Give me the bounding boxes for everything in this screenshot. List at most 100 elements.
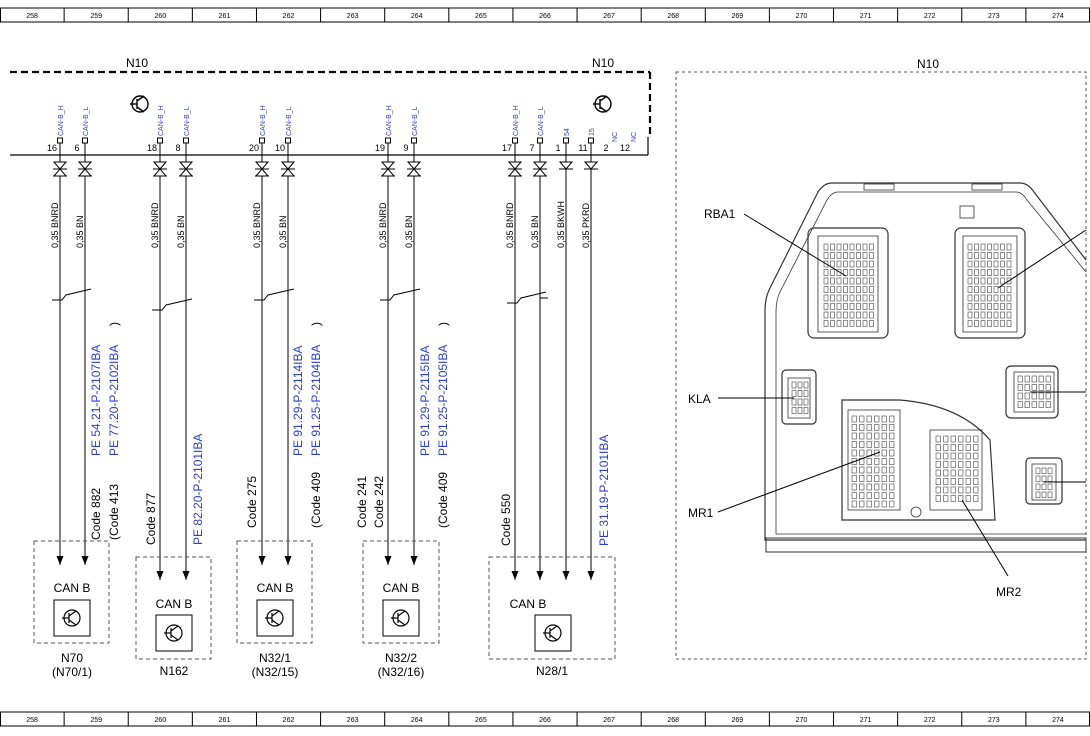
pe-reference: PE 77.20-P-2102IBA bbox=[107, 345, 121, 456]
pin-number: 18 bbox=[147, 143, 157, 153]
connector-pin-cell bbox=[1006, 277, 1012, 285]
ruler-number: 261 bbox=[219, 13, 231, 20]
connector-pin-cell bbox=[843, 243, 848, 251]
ruler-number: 274 bbox=[1052, 717, 1064, 724]
connector-pin-cell bbox=[980, 260, 986, 268]
pin-label: CAN-B_L bbox=[286, 106, 293, 136]
pin-socket bbox=[385, 137, 391, 144]
connector-pin-cell bbox=[943, 461, 949, 468]
connector-pin-cell bbox=[836, 252, 842, 259]
wire-label: 0,35 BNRD bbox=[150, 202, 160, 248]
connector-pin-cell bbox=[836, 286, 842, 293]
connector-pin-cell bbox=[849, 260, 855, 268]
connector-pin-cell bbox=[965, 469, 971, 477]
pin-label: NC bbox=[631, 132, 638, 142]
connector-pin-cell bbox=[849, 243, 855, 251]
connector-pin-cell bbox=[943, 486, 949, 494]
connector-pin-cell bbox=[849, 294, 855, 302]
connector-pin-cell bbox=[974, 277, 979, 285]
connector-pin-cell bbox=[889, 441, 895, 448]
connector-pin-cell bbox=[993, 320, 999, 327]
connector-symbol bbox=[532, 161, 548, 170]
connector-pin-cell bbox=[987, 243, 992, 251]
pe-reference: PE 91.25-P-2104IBA bbox=[309, 345, 323, 456]
connector-pin-cell bbox=[874, 475, 880, 482]
connector-pin-cell bbox=[980, 277, 986, 285]
connector-pin-cell bbox=[836, 320, 842, 327]
ruler-number: 270 bbox=[796, 13, 808, 20]
code-label: Code 241 bbox=[355, 476, 369, 528]
ruler-number: 259 bbox=[90, 13, 102, 20]
connector-pin-cell bbox=[993, 243, 999, 251]
connector-pin-cell bbox=[1038, 375, 1044, 383]
code-label: (Code 409 bbox=[436, 472, 450, 528]
connector-pin-cell bbox=[862, 260, 868, 268]
connector-pin-cell bbox=[1047, 483, 1053, 490]
connector-pin-cell bbox=[849, 269, 855, 276]
connector-pin-cell bbox=[950, 435, 956, 443]
connector-pin-cell bbox=[993, 286, 999, 293]
ruler-number: 272 bbox=[924, 13, 936, 20]
pin-number: 1 bbox=[555, 143, 560, 153]
connector-pin-cell bbox=[843, 286, 848, 293]
connector-pin-cell bbox=[1045, 384, 1051, 391]
connector-pin-cell bbox=[980, 320, 986, 327]
module-sub-name: (N70/1) bbox=[52, 665, 92, 679]
connector-pin-cell bbox=[1038, 401, 1044, 408]
module-border bbox=[236, 540, 313, 644]
connector-pin-cell bbox=[856, 252, 861, 259]
connector-pin-cell bbox=[881, 432, 887, 440]
connector-pin-cell bbox=[943, 478, 949, 485]
connector-pin-cell bbox=[889, 492, 895, 499]
connector-pin-cell bbox=[958, 486, 964, 494]
connector-pin-cell bbox=[1006, 260, 1012, 268]
ruler-number: 267 bbox=[603, 13, 615, 20]
bus-label: CAN B bbox=[156, 597, 193, 611]
connector-pin-cell bbox=[950, 461, 956, 468]
connector-pin-cell bbox=[1038, 392, 1044, 400]
connector-pin-cell bbox=[874, 466, 880, 474]
connector-pin-cell bbox=[965, 478, 971, 485]
connector-pin-cell bbox=[830, 260, 835, 268]
connector-pin-cell bbox=[856, 303, 861, 310]
connector-pin-cell bbox=[1045, 401, 1051, 408]
connector-pin-cell bbox=[830, 269, 835, 276]
connector-pin-cell bbox=[993, 303, 999, 310]
wire-arrow bbox=[56, 556, 64, 565]
connector-pin-cell bbox=[973, 469, 979, 477]
pin-socket bbox=[563, 137, 569, 144]
connector-pin-cell bbox=[1006, 320, 1012, 327]
pin-label: CAN-B_L bbox=[83, 106, 90, 136]
ruler-number: 262 bbox=[283, 717, 295, 724]
connector-pin-cell bbox=[943, 469, 949, 477]
connector-pin-cell bbox=[851, 483, 857, 491]
connector-pin-cell bbox=[974, 320, 979, 327]
connector-pin-cell bbox=[843, 260, 848, 268]
connector-pin-cell bbox=[967, 269, 973, 276]
connector-pin-cell bbox=[856, 243, 861, 251]
ruler-number: 272 bbox=[924, 717, 936, 724]
connector-pin-cell bbox=[856, 311, 861, 319]
bus-label: CAN B bbox=[383, 581, 420, 595]
connector-pin-cell bbox=[993, 277, 999, 285]
connector-pin-cell bbox=[980, 286, 986, 293]
n10-module-border bbox=[10, 70, 652, 156]
connector-pin-cell bbox=[849, 277, 855, 285]
connector-symbol bbox=[52, 161, 68, 170]
connector-pin-cell bbox=[987, 320, 992, 327]
connector-pin-cell bbox=[967, 260, 973, 268]
ruler-number: 269 bbox=[732, 13, 744, 20]
transistor-icon-box bbox=[256, 599, 294, 637]
connector-pin-cell bbox=[993, 294, 999, 302]
pin-number: 19 bbox=[375, 143, 385, 153]
connector-pin-cell bbox=[856, 294, 861, 302]
connector-symbol bbox=[178, 161, 194, 170]
ruler-number: 271 bbox=[860, 717, 872, 724]
branch-labels: Code 882 (Code 413 PE 54.21-P-2107IBA PE… bbox=[89, 322, 611, 546]
connector-pin-cell bbox=[823, 311, 829, 319]
connector-pin-cell bbox=[791, 407, 797, 414]
connector-pin-cell bbox=[851, 432, 857, 440]
